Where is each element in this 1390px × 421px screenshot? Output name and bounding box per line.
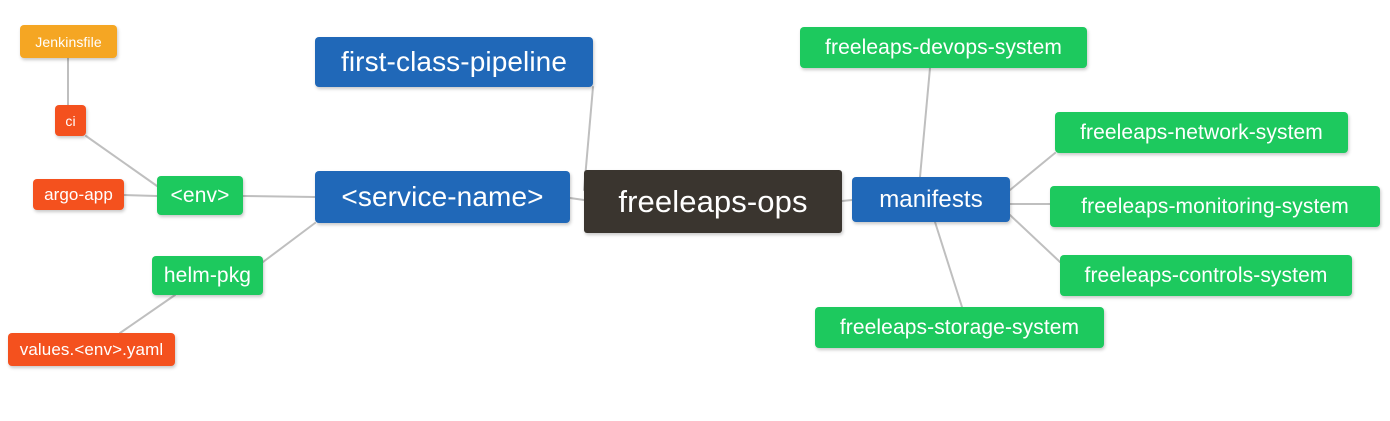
mindmap-edge (242, 195, 316, 198)
mindmap-node-helm-pkg[interactable]: helm-pkg (152, 256, 263, 295)
mindmap-edge (934, 221, 963, 308)
mindmap-node-ci[interactable]: ci (55, 105, 86, 136)
mindmap-node-freeleaps-network-system[interactable]: freeleaps-network-system (1055, 112, 1348, 153)
mindmap-edge (123, 194, 158, 197)
mindmap-edge (841, 199, 853, 202)
mindmap-node-values-env-yaml[interactable]: values.<env>.yaml (8, 333, 175, 366)
mindmap-edge (569, 197, 585, 201)
mindmap-node-Jenkinsfile[interactable]: Jenkinsfile (20, 25, 117, 58)
mindmap-node-freeleaps-storage-system[interactable]: freeleaps-storage-system (815, 307, 1104, 348)
mindmap-edge (262, 222, 316, 263)
mindmap-node-first-class-pipeline[interactable]: first-class-pipeline (315, 37, 593, 87)
mindmap-edge (119, 294, 176, 334)
mindmap-node-freeleaps-monitoring-system[interactable]: freeleaps-monitoring-system (1050, 186, 1380, 227)
mindmap-node-freeleaps-devops-system[interactable]: freeleaps-devops-system (800, 27, 1087, 68)
mindmap-node-argo-app[interactable]: argo-app (33, 179, 124, 210)
mindmap-node-freeleaps-ops[interactable]: freeleaps-ops (584, 170, 842, 233)
mindmap-edge (919, 67, 931, 178)
mindmap-edge (1009, 152, 1056, 191)
mindmap-node-manifests[interactable]: manifests (852, 177, 1010, 222)
mindmap-node-env[interactable]: <env> (157, 176, 243, 215)
mindmap-node-service-name[interactable]: <service-name> (315, 171, 570, 223)
mindmap-node-freeleaps-controls-system[interactable]: freeleaps-controls-system (1060, 255, 1352, 296)
